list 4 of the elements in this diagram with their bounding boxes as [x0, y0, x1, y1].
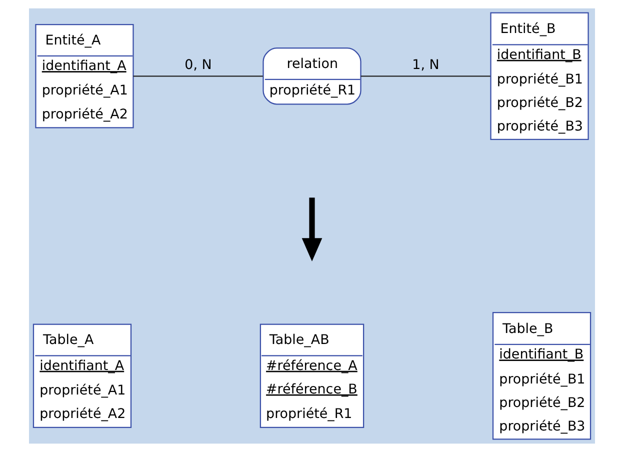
connector [360, 76, 490, 77]
edge-label: 0, N [184, 58, 212, 73]
edge-label: 1, N [412, 58, 439, 73]
connector [132, 76, 262, 77]
